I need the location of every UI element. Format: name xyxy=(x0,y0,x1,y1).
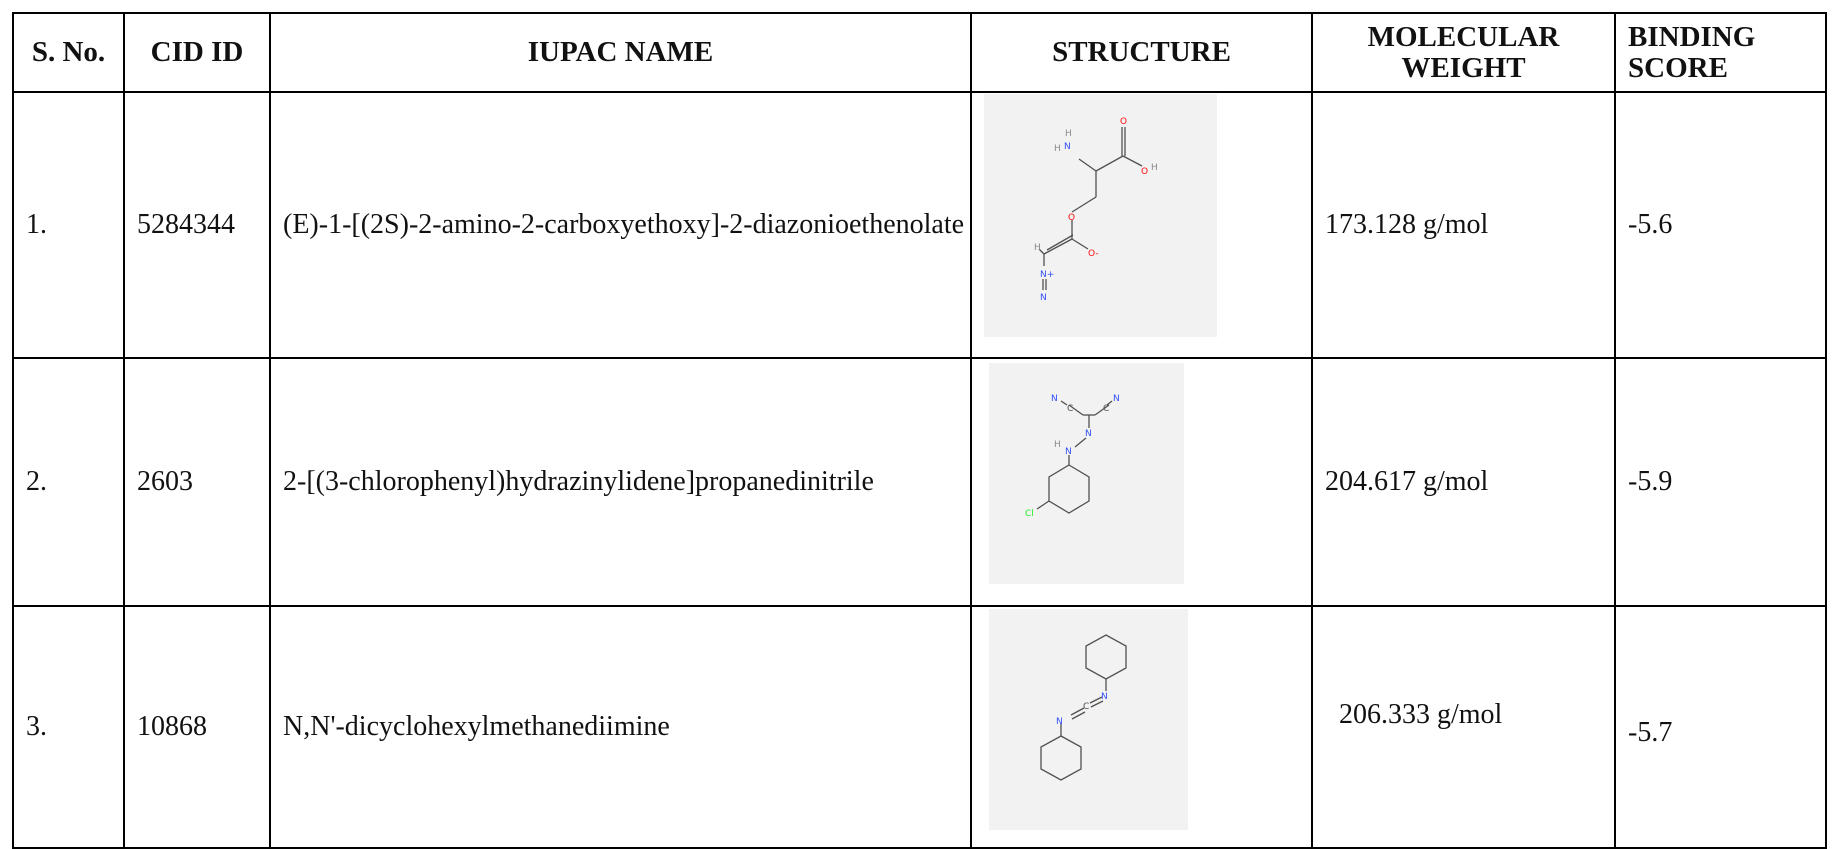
header-structure: STRUCTURE xyxy=(970,12,1313,93)
atom-label: C xyxy=(1067,404,1073,414)
atom-label: C xyxy=(1083,702,1089,712)
atom-label: N xyxy=(1101,692,1108,702)
cell-iupac: N,N'-dicyclohexylmethanediimine xyxy=(269,605,972,849)
atom-label: N xyxy=(1113,394,1120,404)
atom-label: N xyxy=(1056,717,1063,727)
molecule-diagram: N C C N H N N Cl xyxy=(1025,394,1120,519)
atom-label: H xyxy=(1151,163,1158,173)
cell-iupac: (E)-1-[(2S)-2-amino-2-carboxyethoxy]-2-d… xyxy=(269,91,972,359)
atom-label: N+ xyxy=(1040,270,1054,280)
cell-binding-score: -5.7 xyxy=(1614,605,1827,849)
atom-label: O xyxy=(1141,167,1148,177)
table-row: 2. 2603 2-[(3-chlorophenyl)hydrazinylide… xyxy=(12,357,1827,607)
header-cid: CID ID xyxy=(123,12,271,93)
cell-sno: 2. xyxy=(12,357,125,607)
structure-image: H N H O O H O H O- N+ N xyxy=(984,94,1217,337)
cell-cid: 2603 xyxy=(123,357,271,607)
cell-binding-score: -5.6 xyxy=(1614,91,1827,359)
cell-cid: 10868 xyxy=(123,605,271,849)
binding-score-value: -5.7 xyxy=(1628,716,1673,748)
cell-structure: N C N xyxy=(970,605,1313,849)
cell-structure: N C C N H N N Cl xyxy=(970,357,1313,607)
atom-label: N xyxy=(1085,429,1092,439)
cell-molecular-weight: 204.617 g/mol xyxy=(1311,357,1616,607)
atom-label: N xyxy=(1065,447,1072,457)
cell-molecular-weight: 173.128 g/mol xyxy=(1311,91,1616,359)
cell-structure: H N H O O H O H O- N+ N xyxy=(970,91,1313,359)
molecule-diagram: N C N xyxy=(1040,634,1127,781)
header-molecular-weight: MOLECULAR WEIGHT xyxy=(1311,12,1616,93)
cell-sno: 1. xyxy=(12,91,125,359)
atom-label: H xyxy=(1065,129,1072,139)
header-sno: S. No. xyxy=(12,12,125,93)
table-row: 1. 5284344 (E)-1-[(2S)-2-amino-2-carboxy… xyxy=(12,91,1827,359)
compound-table: S. No. CID ID IUPAC NAME STRUCTURE MOLEC… xyxy=(12,12,1827,849)
cell-sno: 3. xyxy=(12,605,125,849)
cell-binding-score: -5.9 xyxy=(1614,357,1827,607)
table-row: 3. 10868 N,N'-dicyclohexylmethanediimine xyxy=(12,605,1827,849)
atom-label: N xyxy=(1051,394,1058,404)
cell-iupac: 2-[(3-chlorophenyl)hydrazinylidene]propa… xyxy=(269,357,972,607)
atom-label: O xyxy=(1120,117,1127,127)
atom-label: C xyxy=(1103,404,1109,414)
molecular-weight-value: 206.333 g/mol xyxy=(1339,698,1503,730)
structure-image: N C N xyxy=(989,609,1188,830)
atom-label: H xyxy=(1054,440,1061,450)
header-row: S. No. CID ID IUPAC NAME STRUCTURE MOLEC… xyxy=(12,12,1827,93)
atom-label: N xyxy=(1064,142,1071,152)
cell-molecular-weight: 206.333 g/mol xyxy=(1311,605,1616,849)
atom-label: O- xyxy=(1088,249,1099,259)
atom-label: N xyxy=(1040,293,1047,303)
atom-label: H xyxy=(1054,144,1061,154)
atom-label: Cl xyxy=(1025,509,1034,519)
atom-label: O xyxy=(1068,213,1075,223)
atom-label: H xyxy=(1034,243,1041,253)
cell-cid: 5284344 xyxy=(123,91,271,359)
header-iupac: IUPAC NAME xyxy=(269,12,972,93)
header-binding-score: BINDING SCORE xyxy=(1614,12,1827,93)
structure-image: N C C N H N N Cl xyxy=(989,363,1184,584)
molecule-diagram: H N H O O H O H O- N+ N xyxy=(1034,117,1158,303)
